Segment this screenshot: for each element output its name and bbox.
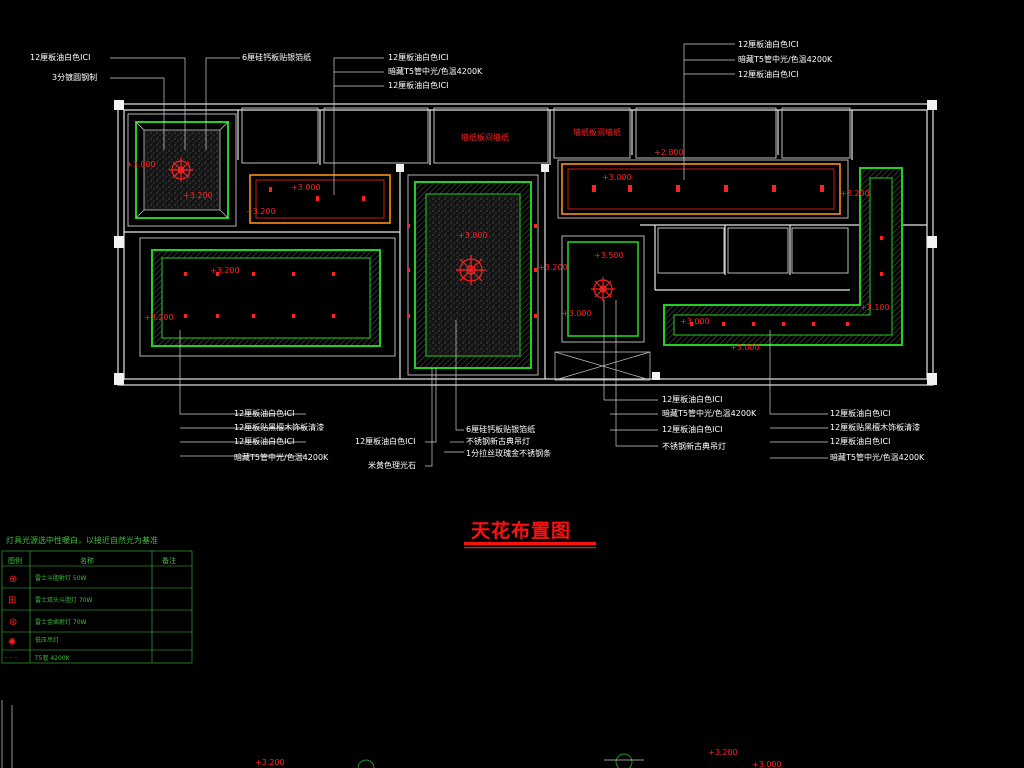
stair-void bbox=[554, 351, 651, 381]
t5-tube-icon: - - - bbox=[5, 654, 18, 662]
callout-bl-2: 12厘板贴黑檀木饰板清漆 bbox=[234, 422, 324, 432]
legend-row-name: 雷士斗胆射灯 50W bbox=[35, 574, 87, 582]
elevation-mark: +3.000 bbox=[752, 760, 782, 768]
elevation-mark: +3.000 bbox=[126, 160, 156, 169]
elevation-mark: +3.200 bbox=[255, 758, 285, 767]
wall-columns bbox=[114, 100, 937, 385]
upper-rooms bbox=[241, 107, 851, 274]
elevation-mark: +3.200 bbox=[708, 748, 738, 757]
elevation-mark: +3.000 bbox=[562, 309, 592, 318]
downlight-icons bbox=[184, 185, 883, 326]
legend-col-symbol: 图例 bbox=[8, 556, 22, 565]
callout-br-2: 12厘板贴黑檀木饰板清漆 bbox=[830, 422, 920, 432]
callout-top-9: 12厘板油白色ICI bbox=[738, 69, 798, 79]
legend-row-name: 低压吊灯 bbox=[35, 636, 59, 644]
callout-bmr-3: 12厘板油白色ICI bbox=[662, 424, 722, 434]
legend-row-name: 雷士双头斗胆灯 70W bbox=[35, 596, 93, 604]
drawing-title: 天花布置图 bbox=[471, 519, 571, 542]
elevation-mark: +3.000 bbox=[458, 231, 488, 240]
elevation-marks: +3.000 +3.200 +3.200 +3.000 +2.800 +3.00… bbox=[126, 148, 890, 768]
leader-lines bbox=[110, 43, 828, 467]
callout-top-4: 12厘板油白色ICI bbox=[388, 52, 448, 62]
elevation-mark: +3.200 bbox=[246, 207, 276, 216]
callout-top-3: 6厘硅钙板贴银箔纸 bbox=[242, 52, 311, 62]
elevation-mark: +3.000 bbox=[291, 183, 321, 192]
legend-col-note: 备注 bbox=[162, 556, 176, 565]
callout-top-5: 暗藏T5管中光/色温4200K bbox=[388, 66, 483, 76]
callout-bmr-4: 不锈钢新古典吊灯 bbox=[662, 441, 726, 451]
ceiling-zone-right-l bbox=[663, 167, 903, 346]
elevation-mark: +3.000 bbox=[730, 343, 760, 352]
elevation-mark: +3.000 bbox=[602, 173, 632, 182]
ceiling-zone-top-right bbox=[557, 159, 849, 219]
callout-bmr-1: 12厘板油白色ICI bbox=[662, 394, 722, 404]
elevation-mark: +3.000 bbox=[680, 317, 710, 326]
ceiling-zone-center-right bbox=[561, 235, 645, 343]
callout-bc-5: 米黄色理光石 bbox=[368, 460, 416, 470]
elevation-mark: +3.200 bbox=[840, 189, 870, 198]
elevation-mark: +3.500 bbox=[594, 251, 624, 260]
drawing-title-block: 天花布置图 bbox=[464, 519, 596, 549]
elevation-mark: +3.200 bbox=[538, 263, 568, 272]
ceiling-zone-top-center bbox=[249, 174, 391, 224]
callout-top-7: 12厘板油白色ICI bbox=[738, 39, 798, 49]
elevation-mark: +3.200 bbox=[144, 313, 174, 322]
chandelier-icon bbox=[591, 277, 615, 301]
ceiling-zone-left-main bbox=[139, 237, 396, 357]
chandelier-icon bbox=[169, 158, 193, 182]
legend-heading: 灯具光源选中性暖白，以接近自然光为基准 bbox=[6, 535, 158, 545]
callout-top-1: 12厘板油白色ICI bbox=[30, 52, 90, 62]
metal-halide-icon: ⊛ bbox=[9, 617, 17, 628]
double-spotlight-icon: ⊞ bbox=[8, 595, 16, 606]
callout-bc-3: 不锈钢新古典吊灯 bbox=[466, 436, 530, 446]
callout-bc-2: 6厘硅钙板贴银箔纸 bbox=[466, 424, 535, 434]
elevation-mark: +3.200 bbox=[183, 191, 213, 200]
room-note-2: 墙纸板间墙纸 bbox=[573, 127, 621, 137]
chandelier-icon bbox=[456, 255, 486, 285]
ceiling-zone-center bbox=[407, 174, 539, 376]
callout-bl-3: 12厘板油白色ICI bbox=[234, 436, 294, 446]
callout-bc-4: 1分拉丝玫瑰金不锈钢条 bbox=[466, 448, 551, 458]
elevation-mark: +2.800 bbox=[654, 148, 684, 157]
legend-col-name: 名称 bbox=[80, 556, 94, 565]
room-note-1: 墙纸板间墙纸 bbox=[461, 132, 509, 142]
callout-br-3: 12厘板油白色ICI bbox=[830, 436, 890, 446]
pendant-lamp-icon: ✺ bbox=[8, 637, 16, 648]
legend-row-name: T5管 4200K bbox=[34, 654, 71, 662]
callout-br-4: 暗藏T5管中光/色温4200K bbox=[830, 452, 925, 462]
legend-table: 灯具光源选中性暖白，以接近自然光为基准 图例 名称 备注 ⊕ 雷士斗胆射灯 50… bbox=[1, 535, 193, 664]
callout-bc-1: 12厘板油白色ICI bbox=[355, 436, 415, 446]
callout-br-1: 12厘板油白色ICI bbox=[830, 408, 890, 418]
spotlight-icon: ⊕ bbox=[9, 574, 17, 585]
legend-row-name: 雷士金卤射灯 70W bbox=[35, 618, 87, 626]
callout-top-8: 暗藏T5管中光/色温4200K bbox=[738, 54, 833, 64]
elevation-mark: +3.100 bbox=[860, 303, 890, 312]
callout-bmr-2: 暗藏T5管中光/色温4200K bbox=[662, 408, 757, 418]
callout-top-2: 3分镀圆钢制 bbox=[52, 72, 97, 82]
callout-bl-4: 暗藏T5管中光/色温4200K bbox=[234, 452, 329, 462]
callout-top-6: 12厘板油白色ICI bbox=[388, 80, 448, 90]
callout-bl-1: 12厘板油白色ICI bbox=[234, 408, 294, 418]
next-drawing-fragment bbox=[1, 700, 644, 768]
elevation-mark: +3.200 bbox=[210, 266, 240, 275]
